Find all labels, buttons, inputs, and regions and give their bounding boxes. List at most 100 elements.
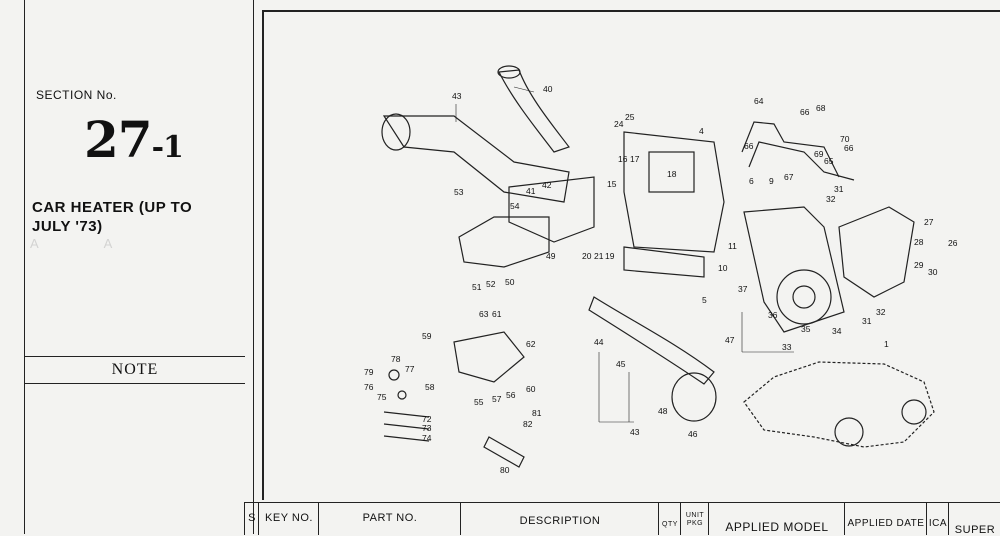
callout-58: 58	[425, 382, 435, 392]
note-label: NOTE	[111, 361, 159, 378]
left-panel: SECTION No. 27-1 CAR HEATER (UP TO JULY …	[0, 0, 255, 534]
callout-33: 33	[782, 342, 792, 352]
section-label: SECTION No.	[36, 88, 117, 102]
callout-80: 80	[500, 465, 510, 475]
callout-4: 4	[699, 126, 704, 136]
hose-80	[483, 436, 525, 468]
callout-60: 60	[526, 384, 536, 394]
callout-54: 54	[510, 201, 520, 211]
callout-61: 61	[492, 309, 502, 319]
diagram-parts	[381, 65, 935, 468]
callout-42: 42	[542, 180, 552, 190]
callout-55: 55	[474, 397, 484, 407]
callout-5: 5	[702, 295, 707, 305]
callout-66c: 66	[844, 143, 854, 153]
callout-59: 59	[422, 331, 432, 341]
callout-43: 43	[452, 91, 462, 101]
callout-43b: 43	[630, 427, 640, 437]
callout-numbers: 43 40 4 24 25 64 66 68 66 70 66 69 65 67…	[364, 84, 958, 475]
callout-31b: 31	[862, 316, 872, 326]
bolts-72-74	[383, 411, 430, 442]
flex-hose	[588, 296, 715, 385]
callout-48: 48	[658, 406, 668, 416]
duct-part	[508, 176, 595, 243]
callout-32: 32	[826, 194, 836, 204]
bleed-through-text: A A	[30, 236, 113, 251]
parts-table-header: S KEY NO. PART NO. DESCRIPTION QTY UNIT …	[244, 502, 1000, 536]
heater-unit	[623, 131, 725, 253]
note-box: NOTE	[25, 356, 245, 384]
callout-50: 50	[505, 277, 515, 287]
callout-66b: 66	[744, 141, 754, 151]
callout-49: 49	[546, 251, 556, 261]
callout-35: 35	[801, 324, 811, 334]
col-ica: ICA	[926, 503, 949, 535]
callout-56: 56	[506, 390, 516, 400]
callout-81: 81	[532, 408, 542, 418]
callout-16: 16	[618, 154, 628, 164]
water-pipes	[741, 121, 840, 178]
callout-17: 17	[630, 154, 640, 164]
intake-box	[838, 206, 915, 298]
callout-30: 30	[928, 267, 938, 277]
callout-44: 44	[594, 337, 604, 347]
col-description: DESCRIPTION	[460, 503, 659, 535]
heater-base	[623, 246, 705, 278]
callout-24: 24	[614, 119, 624, 129]
callout-37: 37	[738, 284, 748, 294]
callout-25: 25	[625, 112, 635, 122]
callout-34: 34	[832, 326, 842, 336]
callout-10: 10	[718, 263, 728, 273]
control-assembly	[453, 331, 525, 383]
blower-housing	[743, 206, 845, 333]
callout-57: 57	[492, 394, 502, 404]
callout-29: 29	[914, 260, 924, 270]
callout-68: 68	[816, 103, 826, 113]
callout-11: 11	[728, 241, 737, 251]
callout-70: 70	[840, 134, 850, 144]
callout-31: 31	[834, 184, 844, 194]
callout-78: 78	[391, 354, 401, 364]
callout-64: 64	[754, 96, 764, 106]
callout-66: 66	[800, 107, 810, 117]
callout-67: 67	[784, 172, 794, 182]
callout-65: 65	[824, 156, 834, 166]
callout-73: 73	[422, 423, 432, 433]
section-number: 27-1	[84, 110, 184, 169]
callout-51: 51	[472, 282, 482, 292]
callout-77: 77	[405, 364, 415, 374]
callout-72: 72	[422, 414, 432, 424]
col-qty: QTY	[658, 503, 681, 535]
col-super: SUPER	[948, 503, 1000, 536]
callout-79: 79	[364, 367, 374, 377]
callout-45: 45	[616, 359, 626, 369]
callout-27: 27	[924, 217, 934, 227]
callout-6: 6	[749, 176, 754, 186]
callout-75: 75	[377, 392, 387, 402]
hose-40	[498, 69, 570, 153]
callout-1: 1	[884, 339, 889, 349]
callout-36: 36	[768, 310, 778, 320]
callout-40: 40	[543, 84, 553, 94]
col-unit-pkg: UNIT PKG	[680, 503, 709, 535]
callout-9: 9	[769, 176, 774, 186]
leader-lines	[455, 86, 794, 423]
callout-62: 62	[526, 339, 536, 349]
callout-74: 74	[422, 433, 432, 443]
callout-53: 53	[454, 187, 464, 197]
callout-26: 26	[948, 238, 958, 248]
nozzle-49	[458, 216, 550, 268]
callout-21: 21	[594, 251, 604, 261]
callout-15: 15	[607, 179, 617, 189]
col-part-no: PART NO.	[318, 503, 461, 535]
callout-47: 47	[725, 335, 735, 345]
callout-46: 46	[688, 429, 698, 439]
callout-41: 41	[526, 186, 536, 196]
callout-28: 28	[914, 237, 924, 247]
car-outline	[743, 361, 935, 448]
callout-82: 82	[523, 419, 533, 429]
page-title: CAR HEATER (UP TO JULY '73)	[32, 199, 193, 235]
callout-32b: 32	[876, 307, 886, 317]
diagram-svg: 43 40 4 24 25 64 66 68 66 70 66 69 65 67…	[364, 65, 958, 475]
callout-69: 69	[814, 149, 824, 159]
